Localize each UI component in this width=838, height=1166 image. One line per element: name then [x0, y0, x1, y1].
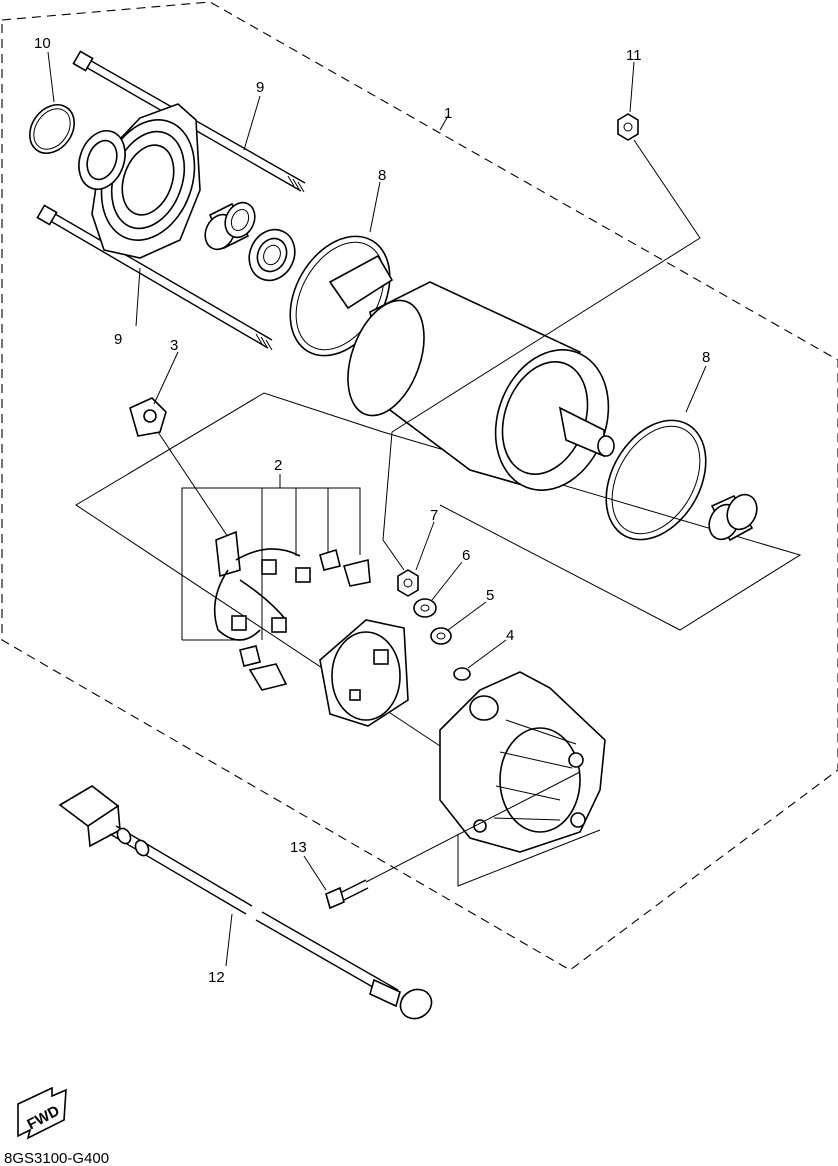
callout-2: 2	[274, 457, 282, 474]
bracket-2	[181, 487, 361, 640]
leader-nut-11	[382, 139, 701, 571]
assembly-boundary	[1, 1, 838, 971]
brush-assembly-boundary	[75, 392, 441, 747]
callout-10: 10	[34, 35, 51, 52]
oil-seal	[248, 228, 296, 282]
front-cover-bracket	[78, 103, 201, 259]
starter-cable-12	[58, 785, 433, 1020]
callout-6: 6	[462, 547, 470, 564]
leader-cap-3	[157, 431, 231, 541]
bolt-13	[325, 879, 369, 910]
brush-assembly-boundary-right	[382, 431, 802, 631]
washer-6	[413, 598, 437, 618]
callout-8-lower: 8	[702, 349, 710, 366]
washer-5	[430, 627, 452, 645]
nut-11	[617, 113, 639, 141]
diagram-code: 8GS3100-G400	[4, 1150, 109, 1166]
o-ring-8-lower	[605, 419, 707, 541]
callout-1: 1	[444, 105, 452, 122]
callout-4: 4	[506, 627, 514, 644]
callout-11: 11	[626, 47, 642, 64]
callout-9-upper: 9	[256, 79, 264, 96]
callout-3: 3	[170, 337, 178, 354]
armature-yoke	[328, 254, 615, 491]
nut-7	[397, 569, 419, 597]
brush-holder	[213, 530, 409, 727]
callout-8-upper: 8	[378, 167, 386, 184]
rear-bushing	[708, 493, 758, 542]
callout-12: 12	[208, 969, 225, 986]
o-ring-4	[453, 667, 471, 681]
fwd-arrow-icon: FWD	[17, 1086, 67, 1140]
callout-9-lower: 9	[114, 331, 122, 348]
callout-13: 13	[290, 839, 307, 856]
callout-5: 5	[486, 587, 494, 604]
rear-cover-housing	[439, 671, 606, 853]
bracket-housing	[457, 829, 601, 887]
callout-7: 7	[430, 507, 438, 524]
terminal-cap-3	[129, 397, 167, 437]
leader-bolt-13	[365, 771, 581, 883]
o-ring-10	[29, 104, 75, 154]
bearing	[204, 201, 256, 251]
through-bolt-lower	[36, 204, 273, 351]
